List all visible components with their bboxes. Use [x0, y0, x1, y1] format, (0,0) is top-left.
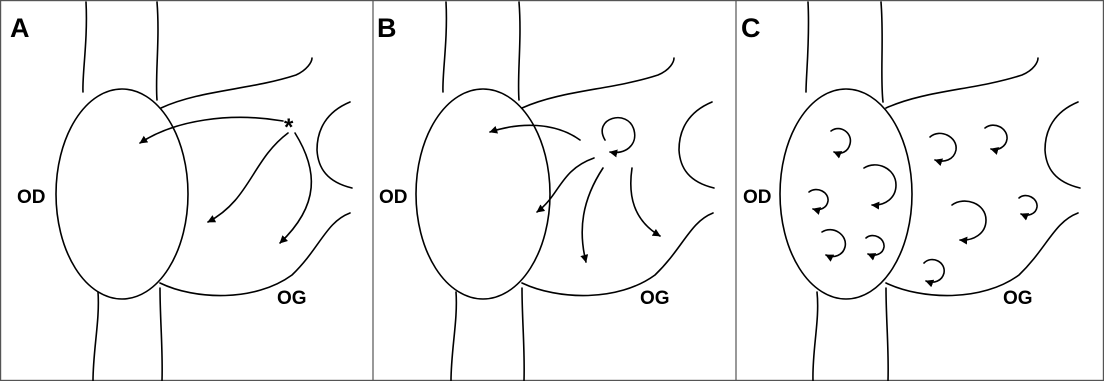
panel-c-vessel-left-wall [806, 2, 818, 381]
panel-a-vein-arc [317, 102, 352, 188]
panel-c-atrium-left-og [886, 58, 1038, 108]
panel-c-atrium-left-og-lower [886, 213, 1078, 296]
panel-c: C OD OG [741, 2, 1080, 381]
panel-c-wavelet [822, 230, 845, 257]
panel-a-arrow-down-left [208, 133, 288, 222]
panel-c-letter: C [741, 13, 761, 43]
panel-b-atrium-left-og [522, 58, 674, 108]
panel-b-arrow-down-middle [582, 168, 603, 262]
panel-c-wavelet [864, 165, 896, 205]
panel-b-label-od: OD [379, 187, 408, 208]
panel-b-vein-arc [679, 102, 714, 188]
panel-b-reentry-loop [602, 118, 635, 153]
panel-c-wavelet [924, 260, 944, 283]
panel-a-focus-marker: * [284, 114, 294, 141]
panel-b-label-og: OG [640, 288, 670, 309]
panel-c-label-od: OD [743, 187, 772, 208]
panel-b-letter: B [377, 13, 397, 43]
panel-a-label-og: OG [277, 288, 307, 309]
panel-c-wavelet [930, 133, 956, 161]
panel-b-atrium-right-od [416, 89, 550, 299]
panel-a-arrow-to-od [140, 117, 283, 143]
panel-b-arrow-down-right [631, 168, 660, 236]
panel-c-vessel-right-wall [881, 2, 888, 381]
panel-c-wavelet [866, 236, 884, 256]
panel-b-vessel-left-wall [443, 2, 456, 381]
panel-a: A OD OG * [10, 2, 352, 381]
panel-a-label-od: OD [17, 187, 46, 208]
panel-c-wavelet [809, 190, 828, 210]
panel-a-atrium-right-od [56, 89, 188, 299]
panel-a-atrium-left-og [161, 58, 312, 108]
panel-c-atrium-right-od [780, 89, 912, 299]
panel-c-wavelet [831, 129, 850, 154]
panel-b-atrium-left-og-lower [522, 213, 713, 296]
panel-c-vein-arc [1045, 102, 1080, 188]
panel-a-letter: A [10, 13, 30, 43]
panel-c-wavelet [1019, 196, 1037, 216]
panel-b: B OD OG [377, 2, 714, 381]
panel-c-wavelet [985, 125, 1007, 149]
panel-a-vessel-right-wall [157, 2, 163, 381]
panel-a-vessel-left-wall [83, 2, 98, 381]
panel-a-atrium-left-og-lower [160, 213, 350, 296]
panel-a-arrow-down-right [280, 133, 311, 243]
panel-b-vessel-right-wall [519, 2, 525, 381]
panel-c-wavelet [952, 201, 986, 240]
panel-c-label-og: OG [1003, 288, 1033, 309]
